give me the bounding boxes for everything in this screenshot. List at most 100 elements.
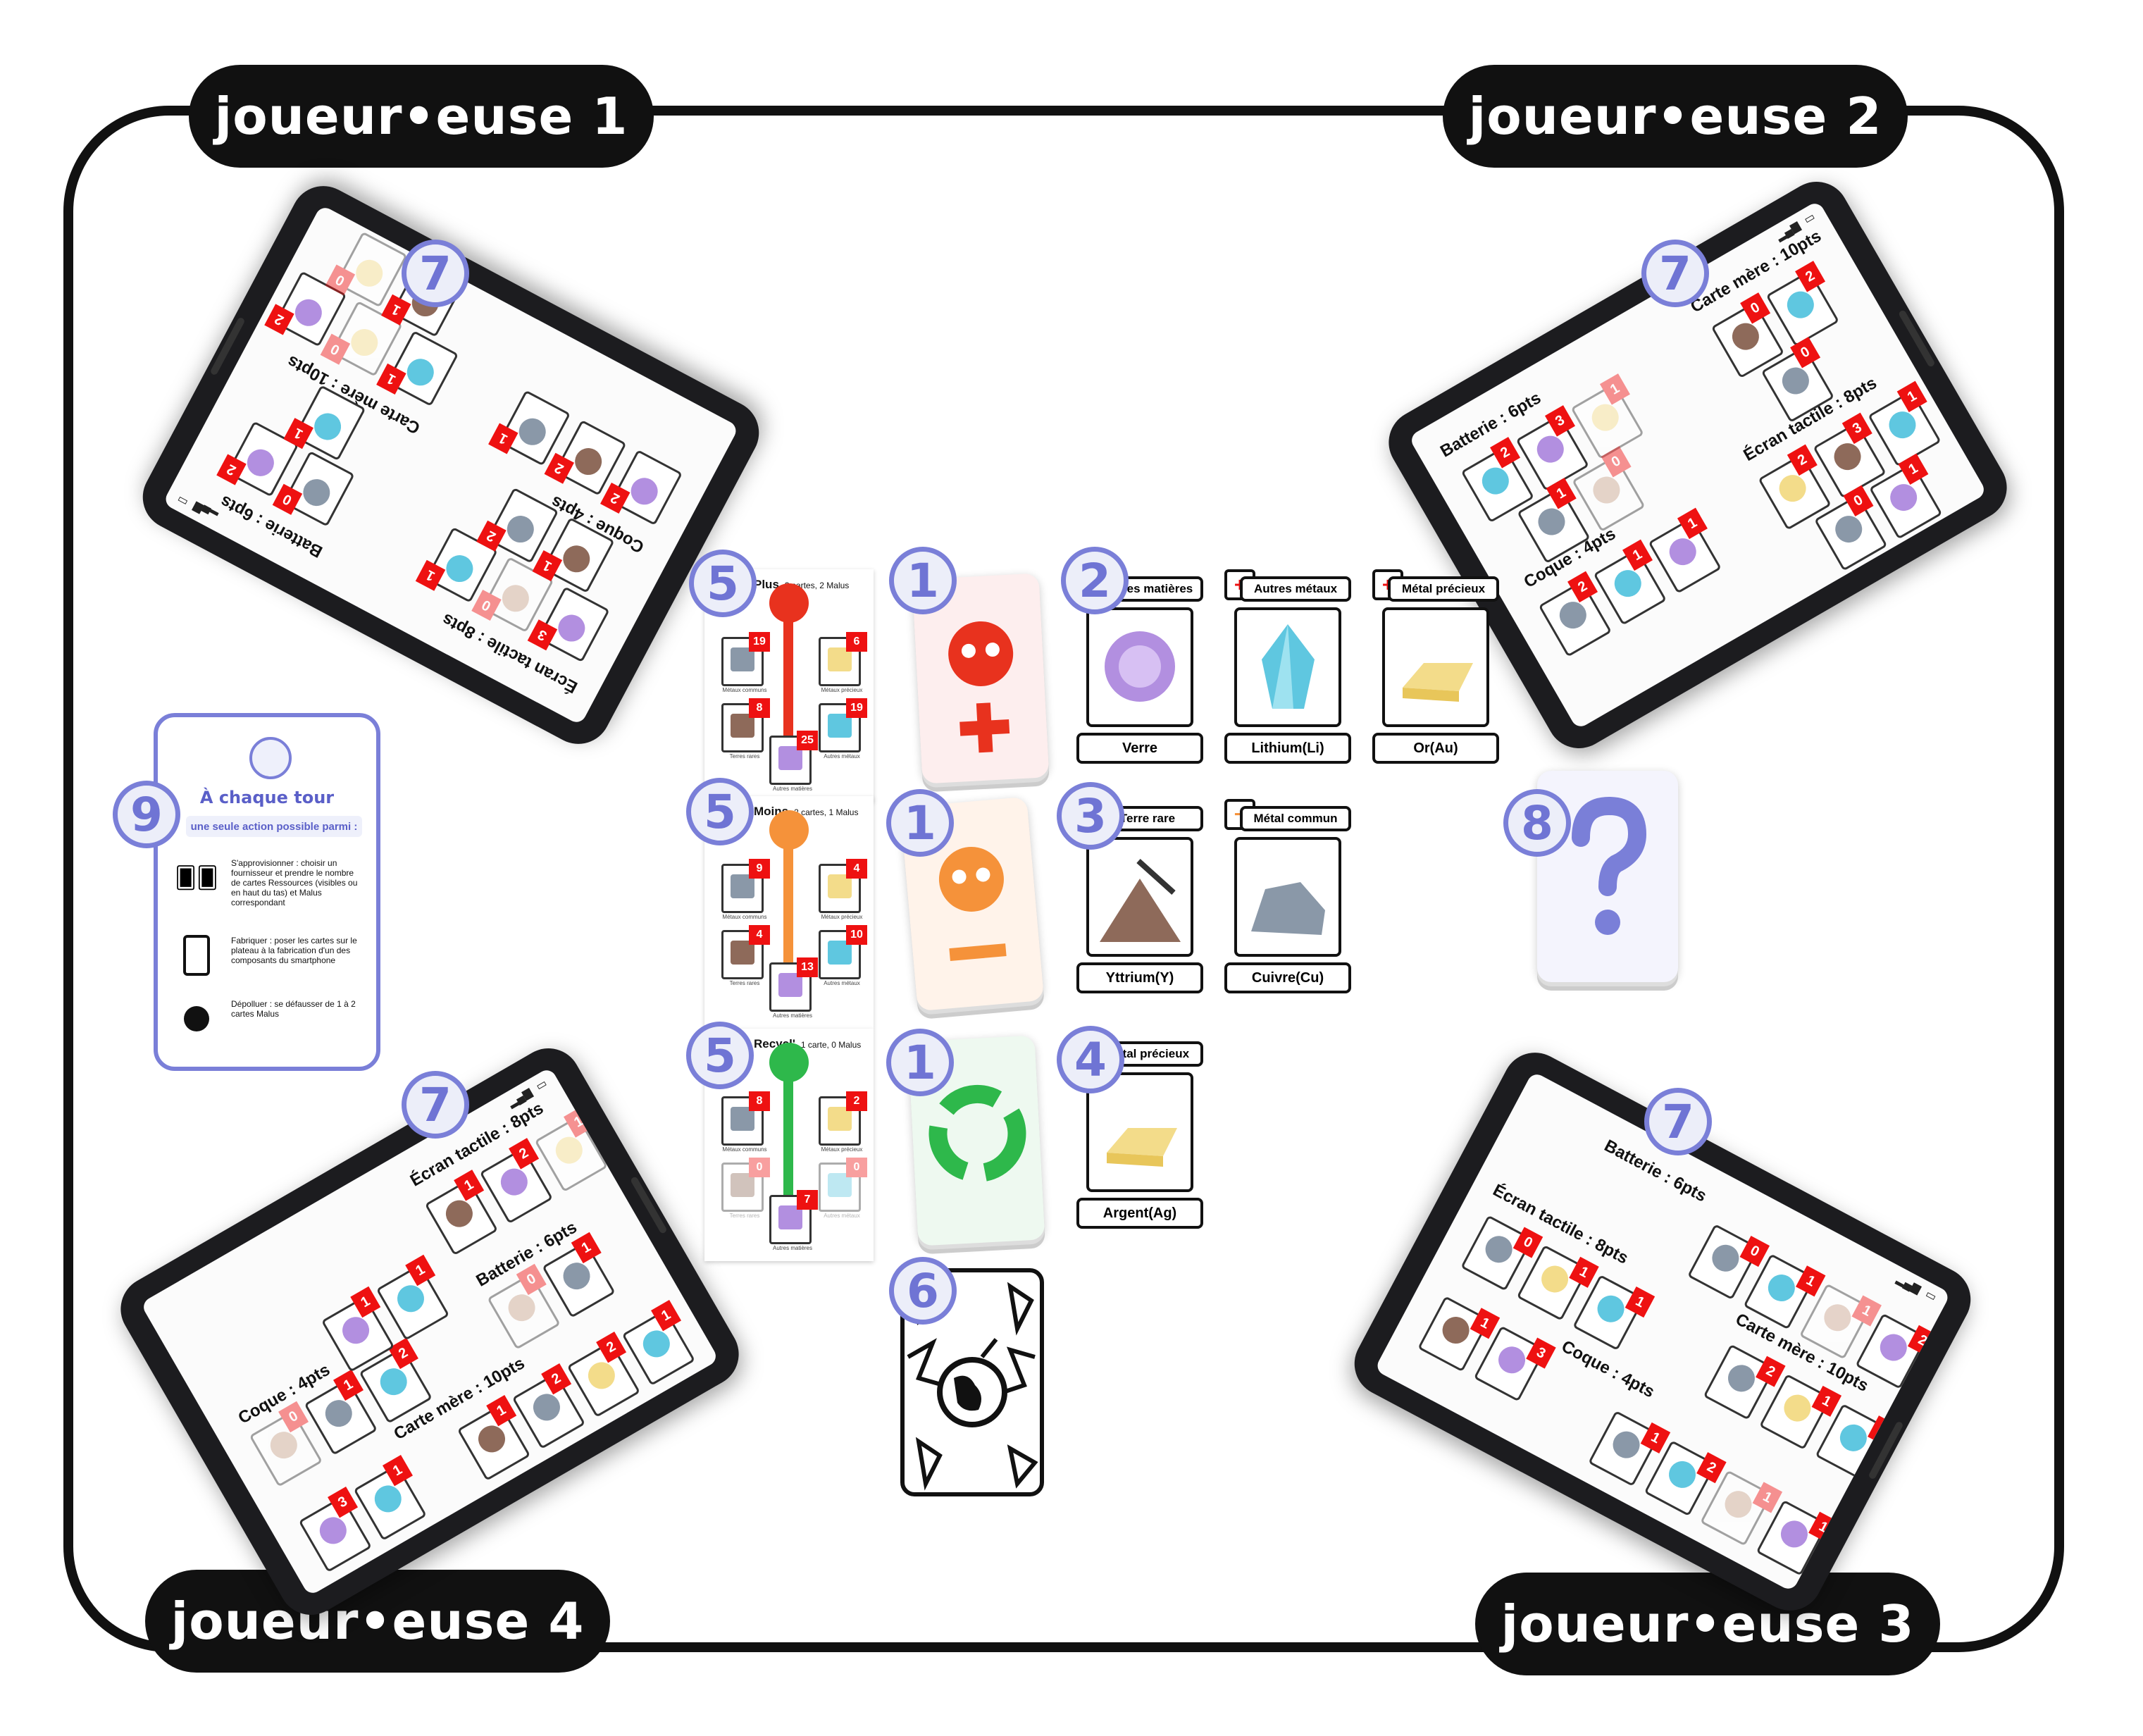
resource-illustration [1382,607,1489,727]
lightbulb-icon [249,737,292,779]
slot-name: Autres matières [772,1012,813,1019]
component-slot[interactable]: 0 [1687,1224,1770,1301]
legend-badge-1: 1 [889,547,957,614]
component-slot[interactable]: 1 [456,1394,531,1481]
slot-count: 9 [749,859,770,879]
component-slot[interactable]: 3 [298,1486,373,1573]
component-slot[interactable]: 1 [1572,1275,1656,1351]
slot-count: 0 [320,333,351,365]
component-slot[interactable]: 1 [1648,507,1722,594]
slot-count: 1 [1470,1308,1501,1339]
component-slot[interactable]: 0 [249,1401,323,1487]
slot-name: Autres métaux [824,753,860,760]
component-slot[interactable]: 1 [1593,539,1667,626]
component-slot[interactable]: 1 [1588,1410,1671,1487]
component-slot[interactable]: 0 [1460,1215,1543,1291]
slot-count: 0 [272,483,303,515]
slot-count: 2 [1696,1452,1727,1484]
slot-count: 0 [471,589,502,621]
battery-icon: ▭ [534,1077,549,1093]
malus-deck-plus[interactable] [912,573,1050,784]
resource-card-argent[interactable]: Métal précieux Argent(Ag) [1076,1041,1203,1232]
slot-count: 2 [1795,261,1826,292]
slot-count: 3 [328,1486,359,1518]
component-slot[interactable]: 1 [542,1232,616,1318]
component-slot[interactable]: 2 [600,450,683,526]
slot-count: 1 [376,363,406,395]
slot-count: 8 [749,1091,770,1111]
resource-illustration [1086,837,1193,957]
component-slot[interactable]: 0 [272,450,355,527]
slot-count: 2 [544,452,574,484]
resource-card-lithium[interactable]: + Autres métaux Lithium(Li) [1224,569,1351,767]
legend-badge-7: 7 [402,240,469,307]
component-slot[interactable]: 1 [304,1369,378,1456]
player-1-label: joueur•euse 1 [189,65,654,168]
slot-count: 2 [1787,444,1818,476]
component-slot[interactable]: 1 [1759,1373,1842,1450]
resource-name: Argent(Ag) [1076,1198,1203,1229]
component-slot[interactable]: 1 [1700,1470,1783,1546]
help-action-text: Dépolluer : se défausser de 1 à 2 cartes… [231,999,356,1019]
legend-badge-7: 7 [1641,240,1709,307]
component-slot[interactable]: 1 [424,1170,499,1256]
help-action-clean: Dépolluer : se défausser de 1 à 2 cartes… [172,999,365,1038]
component-slot[interactable]: 2 [1538,571,1613,657]
slot-count: 2 [387,1337,418,1370]
slot-count: 8 [749,698,770,718]
component-slot[interactable]: 3 [527,586,610,663]
battery-icon: ▭ [1802,211,1818,227]
resource-name: Lithium(Li) [1224,733,1351,764]
component-slot[interactable]: 1 [1756,1499,1839,1576]
component-slot[interactable]: 2 [1644,1440,1727,1517]
slot-name: Métaux précieux [821,914,863,920]
component-slot[interactable]: 2 [1765,261,1840,347]
legend-badge-3: 3 [1057,782,1124,850]
resource-card-cuivre[interactable]: − Métal commun Cuivre(Cu) [1224,799,1351,996]
malus-deck-moins[interactable] [900,796,1045,1012]
component-slot[interactable]: 1 [1417,1296,1501,1372]
slot-count: 1 [1811,1385,1842,1417]
malus-deck-recycl[interactable] [907,1035,1045,1246]
component-slot[interactable]: 1 [353,1454,427,1541]
component-slot[interactable]: 1 [375,1254,450,1341]
component-slot[interactable]: 1 [621,1299,696,1386]
resource-name: Verre [1076,733,1203,764]
resource-card-or[interactable]: + Métal précieux Or(Au) [1372,569,1499,767]
resource-name: Cuivre(Cu) [1224,962,1351,993]
component-slot[interactable]: 1 [1516,1244,1599,1321]
component-slot[interactable]: 2 [479,1138,554,1224]
supplier-tree [783,1057,793,1233]
slot-count: 1 [651,1299,682,1332]
component-slot[interactable]: 1 [1868,380,1942,467]
help-action-text: Fabriquer : poser les cartes sur le plat… [231,936,357,965]
slot-count: 2 [1490,437,1521,469]
component-slot[interactable]: 1 [534,1106,608,1193]
component-slot[interactable]: 0 [487,1263,561,1350]
help-title: À chaque tour [199,788,335,807]
component-slot[interactable]: 2 [566,1331,641,1418]
component-slot[interactable]: 3 [1473,1325,1556,1402]
component-slot[interactable]: 1 [376,330,459,407]
component-slot[interactable]: 1 [1570,373,1644,460]
component-slot[interactable]: 2 [1703,1344,1786,1420]
component-slot[interactable]: 2 [511,1363,586,1449]
